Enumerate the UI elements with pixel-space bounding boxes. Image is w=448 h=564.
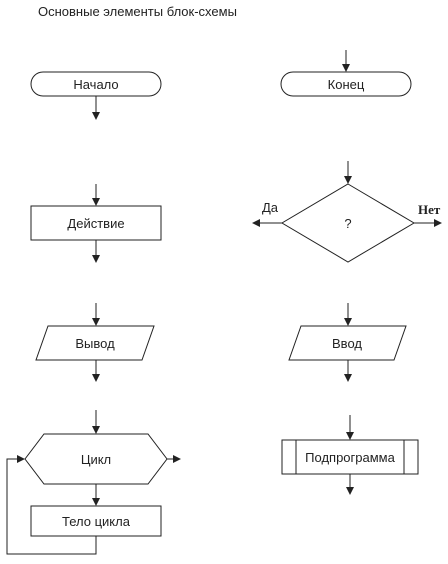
output-parallelogram: Вывод xyxy=(35,325,155,361)
loop-body-process: Тело цикла xyxy=(30,505,162,537)
decision-label: ? xyxy=(344,216,351,231)
loop-body-label: Тело цикла xyxy=(62,514,131,529)
action-process: Действие xyxy=(30,205,162,241)
subprogram-label: Подпрограмма xyxy=(305,450,395,465)
action-label: Действие xyxy=(67,216,124,231)
input-parallelogram: Ввод xyxy=(288,325,407,361)
start-terminator: Начало xyxy=(30,71,162,97)
loop-label: Цикл xyxy=(81,452,111,467)
end-terminator: Конец xyxy=(280,71,412,97)
input-label: Ввод xyxy=(332,336,362,351)
output-label: Вывод xyxy=(75,336,115,351)
yes-label: Да xyxy=(262,200,279,215)
diagram-title: Основные элементы блок-схемы xyxy=(38,4,237,19)
end-label: Конец xyxy=(328,77,365,92)
decision-diamond: ? xyxy=(281,183,415,263)
no-label: Нет xyxy=(418,202,441,217)
loop-hexagon: Цикл xyxy=(24,433,168,485)
start-label: Начало xyxy=(73,77,118,92)
loop-return-arrow xyxy=(6,455,97,555)
subprogram-block: Подпрограмма xyxy=(281,439,419,475)
